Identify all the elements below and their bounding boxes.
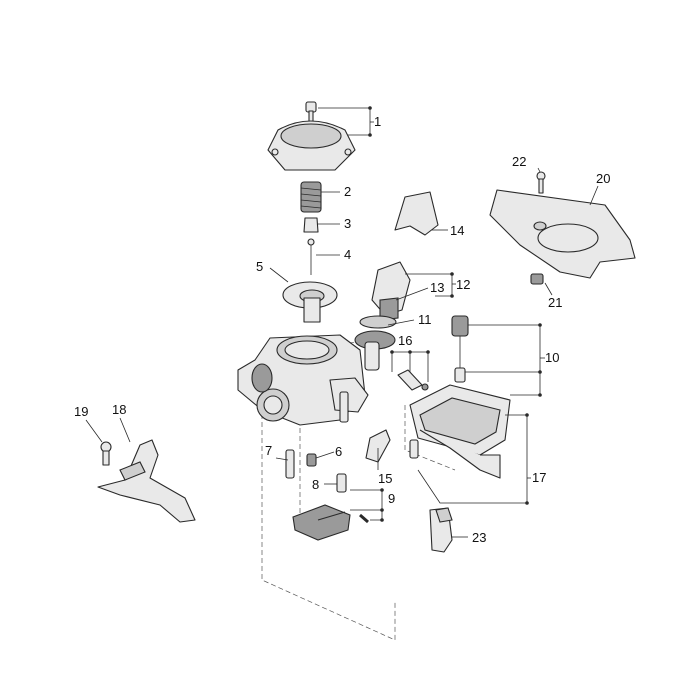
callout-7: 7 xyxy=(265,443,272,458)
callout-3: 3 xyxy=(344,216,351,231)
callout-22: 22 xyxy=(512,154,526,169)
callout-21: 21 xyxy=(548,295,562,310)
part-15-fuel-elbow xyxy=(365,429,391,463)
part-12-adjuster xyxy=(371,261,411,321)
callout-20: 20 xyxy=(596,171,610,186)
part-10-needle-valve xyxy=(451,315,469,383)
part-18-bracket xyxy=(97,439,196,523)
callout-17: 17 xyxy=(532,470,546,485)
callout-19: 19 xyxy=(74,404,88,419)
part-1-cover-cap xyxy=(267,101,356,171)
part-5-diaphragm-slide xyxy=(282,281,338,323)
callout-16: 16 xyxy=(398,333,412,348)
part-11-throttle-drum xyxy=(354,330,396,371)
callout-11: 11 xyxy=(418,312,432,327)
callout-2: 2 xyxy=(344,184,351,199)
part-7-needle-jet xyxy=(285,449,295,479)
part-9-float xyxy=(292,504,369,541)
callout-18: 18 xyxy=(112,402,126,417)
callout-12: 12 xyxy=(456,277,470,292)
callout-15: 15 xyxy=(378,471,392,486)
callout-4: 4 xyxy=(344,247,351,262)
part-23-cap xyxy=(429,507,453,553)
callout-14: 14 xyxy=(450,223,464,238)
part-20-gasket-plate xyxy=(489,189,636,279)
carburettor-body xyxy=(237,334,369,426)
part-19-screw xyxy=(100,441,112,466)
callout-10: 10 xyxy=(545,350,559,365)
callout-1: 1 xyxy=(374,114,381,129)
part-8-main-jet xyxy=(336,473,347,493)
part-17-float-bowl xyxy=(409,384,511,479)
callout-5: 5 xyxy=(256,259,263,274)
part-16-hose xyxy=(397,369,429,391)
callout-9: 9 xyxy=(388,491,395,506)
part-14-rubber-cap xyxy=(394,191,439,236)
part-3-needle-holder xyxy=(303,217,319,233)
part-2-spring xyxy=(300,181,322,213)
callout-13: 13 xyxy=(430,280,444,295)
part-22-screw xyxy=(536,171,546,194)
part-21-clip-nut xyxy=(530,273,544,285)
part-4-jet-needle xyxy=(307,238,315,275)
part-13-spring-ring xyxy=(359,315,397,329)
part-6-jet xyxy=(306,453,317,467)
callout-8: 8 xyxy=(312,477,319,492)
leader-lines xyxy=(85,106,599,538)
callout-23: 23 xyxy=(472,530,486,545)
callout-6: 6 xyxy=(335,444,342,459)
callout-labels: 1 2 3 4 5 6 7 8 9 10 11 12 13 14 15 16 1… xyxy=(74,114,610,545)
